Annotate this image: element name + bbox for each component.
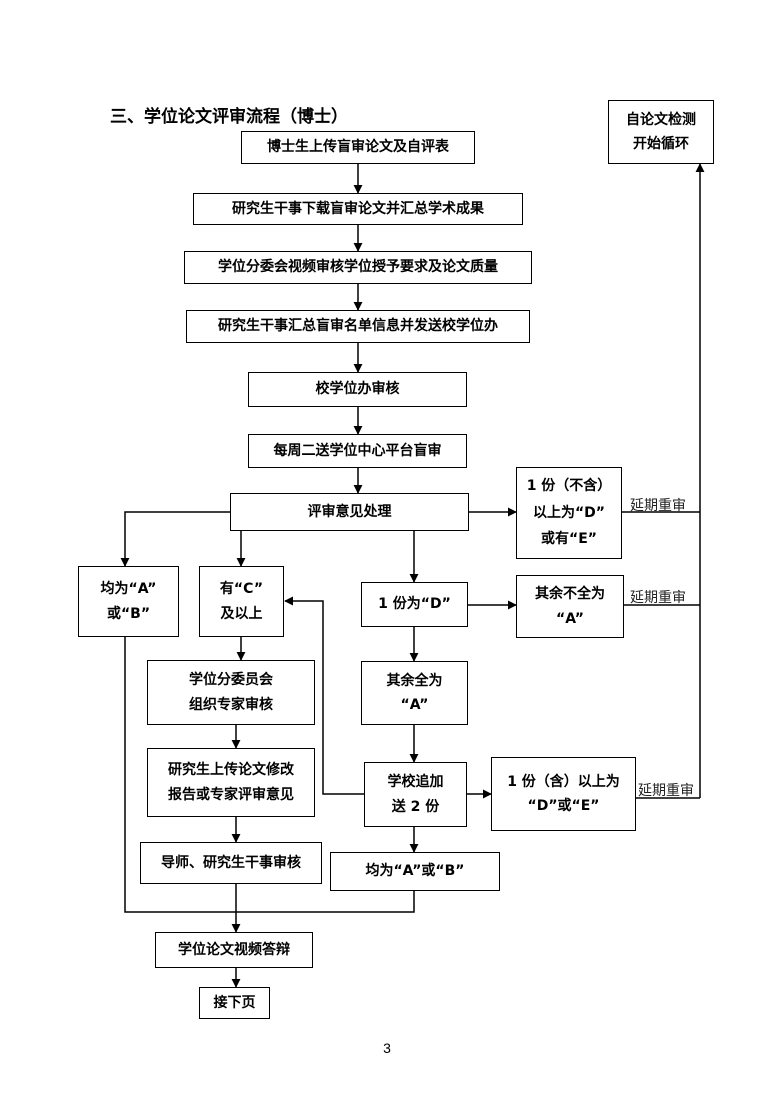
node-one-d: 1 份为“D” — [361, 582, 468, 627]
node-one-d-or-e: 1 份（不含） 以上为“D” 或有“E” — [516, 467, 622, 559]
node-school-review: 校学位办审核 — [248, 372, 467, 407]
line-all-ab-to-merge — [124, 636, 415, 913]
arrow-handle-all-ab — [120, 511, 230, 567]
node-platform: 每周二送学位中心平台盲审 — [248, 434, 467, 468]
node-handle: 评审意见处理 — [230, 493, 469, 531]
node-committee-review: 学位分委会视频审核学位授予要求及论文质量 — [184, 251, 532, 284]
page-title: 三、学位论文评审流程（博士） — [110, 107, 348, 127]
node-rest-not-all-a: 其余不全为 “A” — [516, 575, 624, 638]
node-advisor-review: 导师、研究生干事审核 — [140, 842, 322, 884]
node-upload-revision: 研究生上传论文修改 报告或专家评审意见 — [147, 748, 315, 817]
node-rest-all-a: 其余全为 “A” — [361, 661, 468, 725]
page-number: 3 — [383, 1040, 391, 1056]
node-has-c: 有“C” 及以上 — [199, 566, 284, 637]
node-all-ab: 均为“A” 或“B” — [78, 566, 179, 637]
node-school-add: 学校追加 送 2 份 — [364, 762, 467, 827]
node-restart: 自论文检测 开始循环 — [608, 100, 714, 164]
node-next-page: 接下页 — [199, 987, 270, 1019]
label-delay-2: 延期重审 — [630, 590, 686, 606]
label-delay-3: 延期重审 — [638, 783, 694, 799]
node-download: 研究生干事下载盲审论文并汇总学术成果 — [193, 193, 523, 225]
arrow-school-add-has-c — [284, 596, 364, 795]
node-expert-org: 学位分委员会 组织专家审核 — [147, 660, 315, 725]
label-delay-1: 延期重审 — [630, 498, 686, 514]
node-upload: 博士生上传盲审论文及自评表 — [241, 131, 475, 164]
node-all-ab-2: 均为“A”或“B” — [330, 852, 500, 891]
node-one-or-more-de: 1 份（含）以上为 “D”或“E” — [491, 757, 636, 831]
node-defense: 学位论文视频答辩 — [155, 932, 313, 968]
node-collect-send: 研究生干事汇总盲审名单信息并发送校学位办 — [186, 310, 530, 343]
